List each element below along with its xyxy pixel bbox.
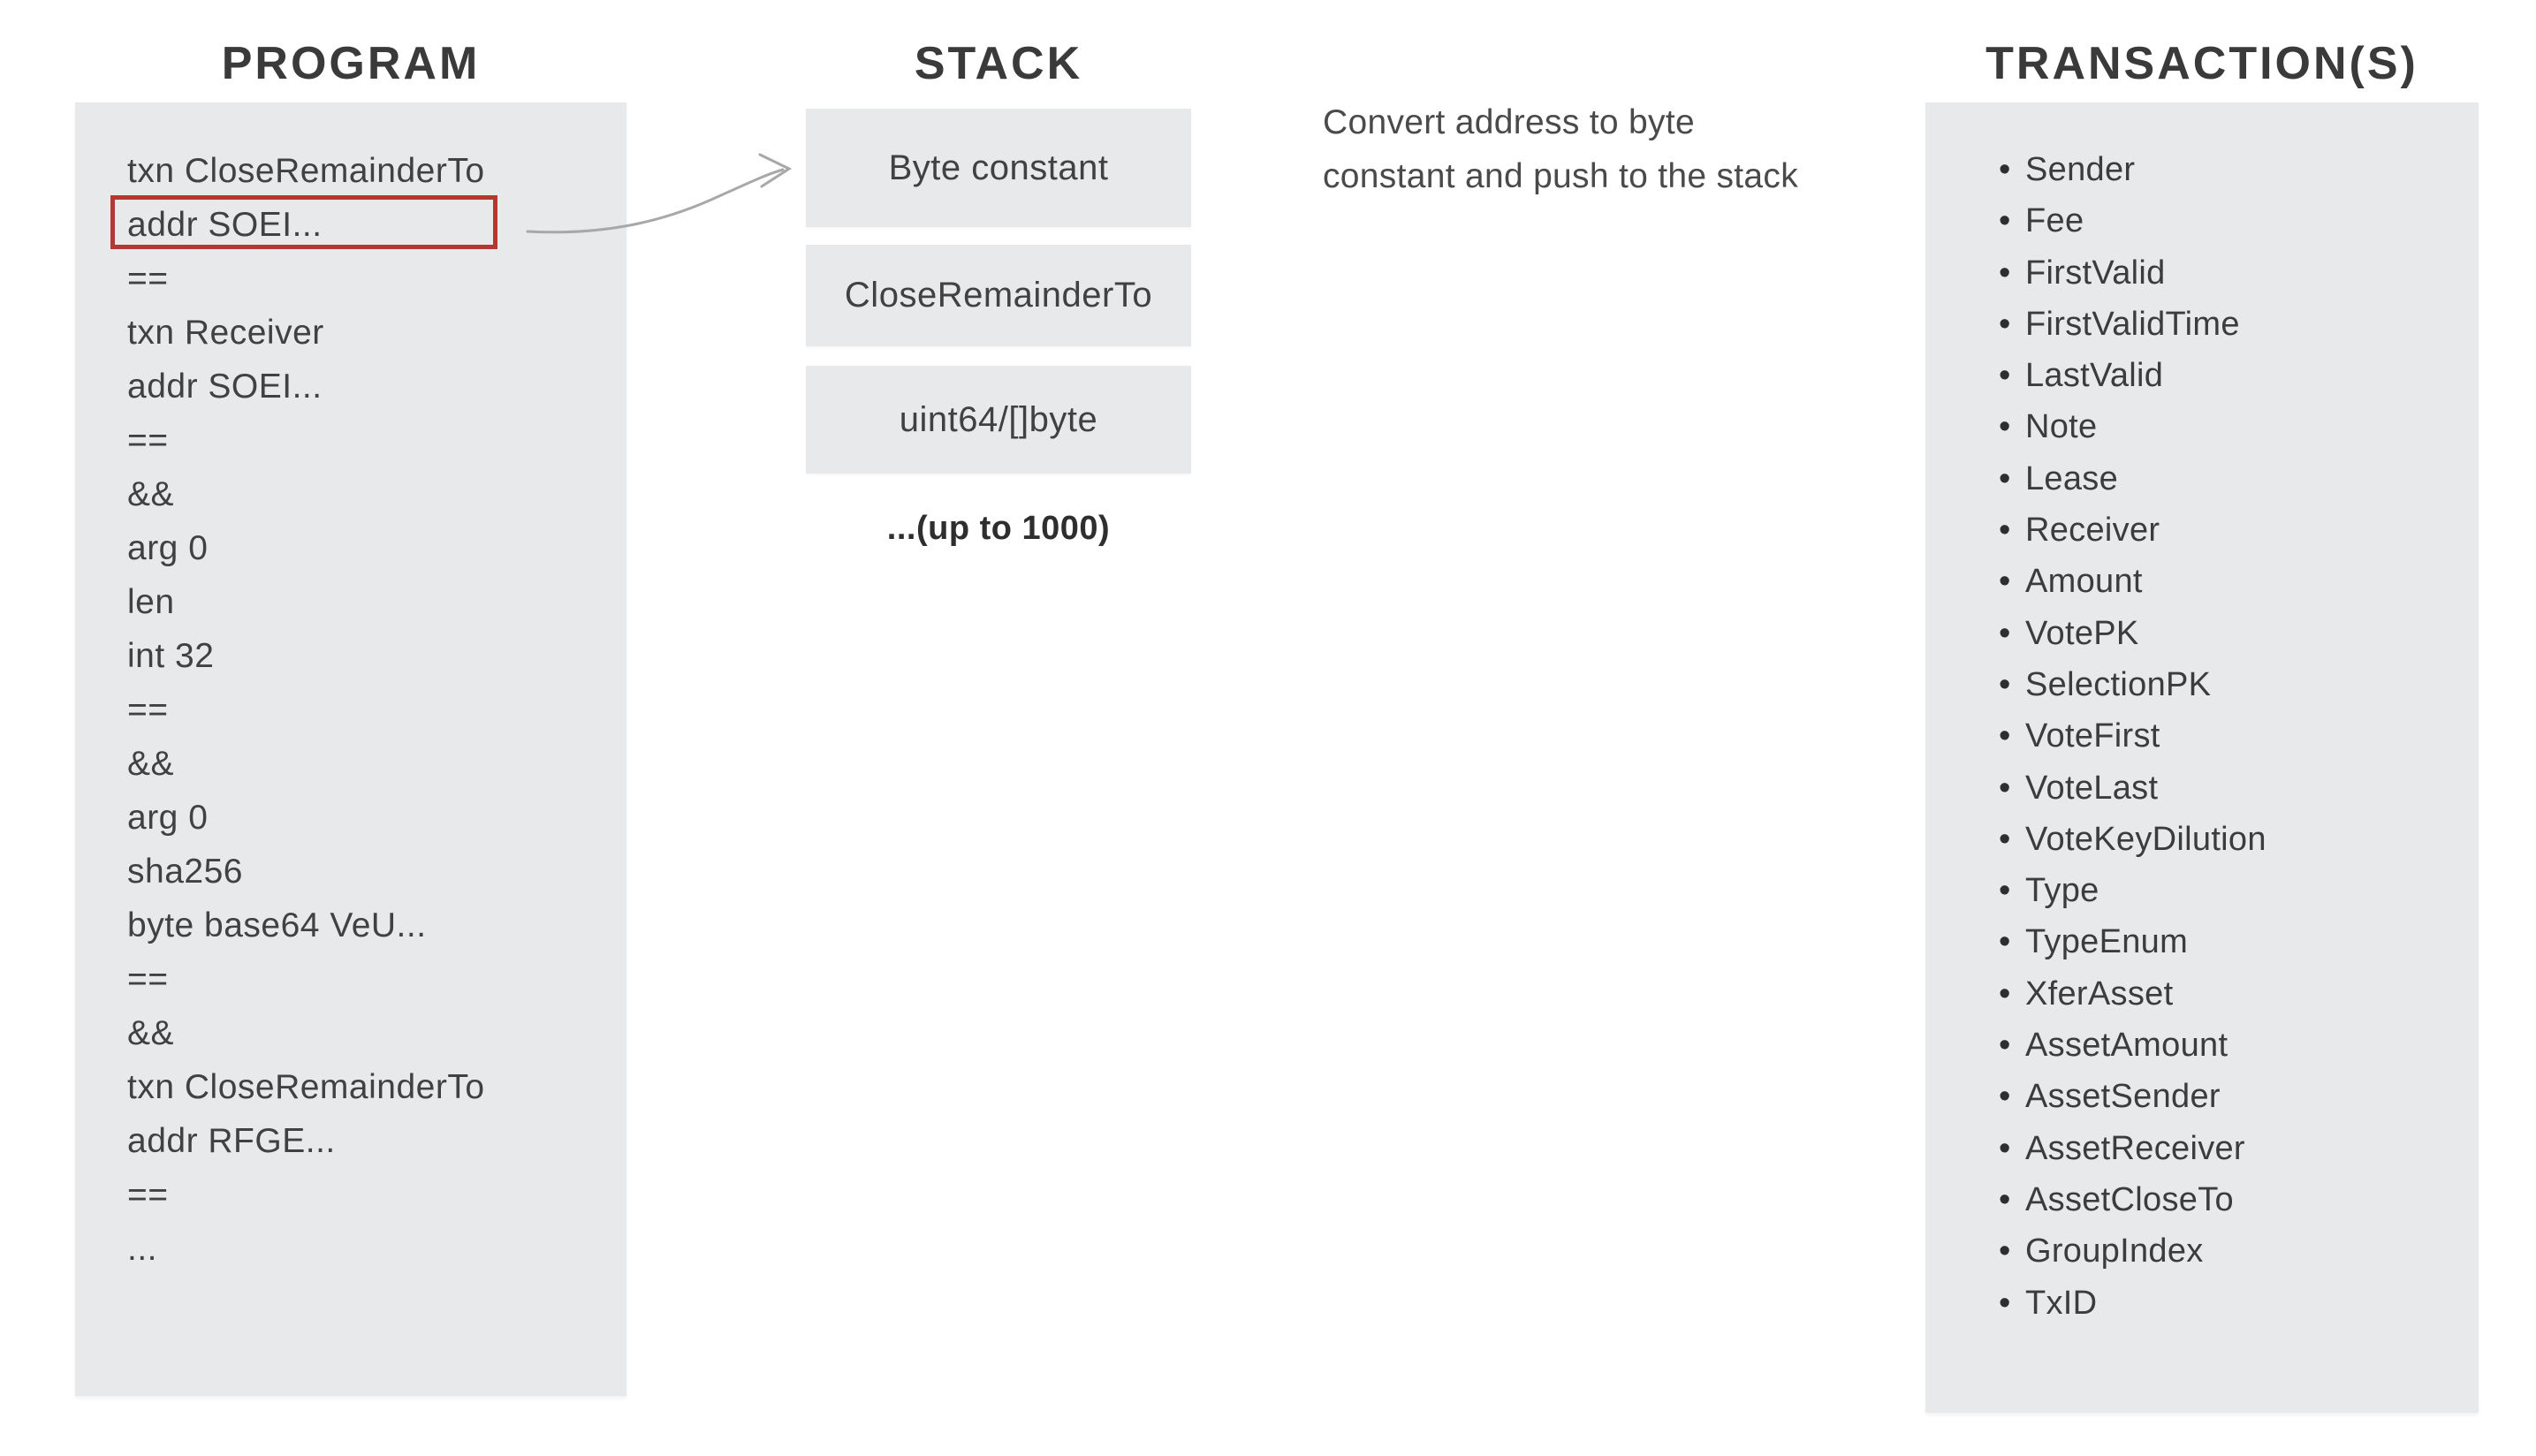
- annotation-text: Convert address to byte constant and pus…: [1323, 103, 1799, 195]
- transaction-field: FirstValidTime: [1999, 299, 2458, 350]
- transaction-field: VotePK: [1999, 608, 2458, 659]
- transaction-field: Type: [1999, 865, 2458, 916]
- highlighted-instruction-box: [110, 195, 497, 249]
- stack-title: STACK: [914, 38, 1083, 89]
- program-line: addr SOEI...: [127, 368, 323, 406]
- program-line: ==: [127, 260, 169, 298]
- transaction-field: AssetReceiver: [1999, 1123, 2458, 1174]
- program-line: int 32: [127, 637, 215, 675]
- transaction-field: VoteKeyDilution: [1999, 814, 2458, 865]
- transaction-field: Sender: [1999, 144, 2458, 195]
- transaction-field: Amount: [1999, 556, 2458, 607]
- stack-overflow-note: ...(up to 1000): [886, 509, 1111, 547]
- program-line: sha256: [127, 853, 243, 891]
- program-line: ==: [127, 421, 169, 459]
- transaction-field: TypeEnum: [1999, 916, 2458, 967]
- transaction-field: GroupIndex: [1999, 1225, 2458, 1277]
- program-line-list: txn CloseRemainderTo addr SOEI... == txn Re…: [127, 144, 622, 1276]
- transaction-field-list: SenderFeeFirstValidFirstValidTimeLastVal…: [1999, 144, 2458, 1329]
- transaction-field: Lease: [1999, 453, 2458, 504]
- program-line: ==: [127, 960, 169, 998]
- program-title: PROGRAM: [221, 38, 481, 89]
- transaction-field: Note: [1999, 401, 2458, 452]
- stack-box: CloseRemainderTo: [806, 245, 1191, 346]
- transactions-title: TRANSACTION(S): [1986, 38, 2418, 89]
- transaction-field: AssetAmount: [1999, 1020, 2458, 1071]
- program-line: &&: [127, 1014, 175, 1052]
- program-line: ...: [127, 1230, 158, 1268]
- program-line: len: [127, 583, 175, 621]
- transaction-field: Fee: [1999, 195, 2458, 246]
- transaction-field: TxID: [1999, 1278, 2458, 1329]
- transaction-field: AssetCloseTo: [1999, 1174, 2458, 1225]
- program-line: arg 0: [127, 529, 209, 567]
- transaction-field: LastValid: [1999, 350, 2458, 401]
- program-line: arg 0: [127, 799, 209, 837]
- program-line: ==: [127, 1176, 169, 1214]
- program-line: txn CloseRemainderTo: [127, 1068, 485, 1106]
- transaction-field: SelectionPK: [1999, 659, 2458, 710]
- transaction-field: VoteFirst: [1999, 710, 2458, 762]
- transaction-field: Receiver: [1999, 504, 2458, 556]
- program-line: &&: [127, 475, 175, 513]
- program-panel: [75, 102, 626, 1396]
- stack-box: uint64/[]byte: [806, 366, 1191, 474]
- transaction-field: AssetSender: [1999, 1071, 2458, 1122]
- program-line: &&: [127, 745, 175, 783]
- program-line: txn CloseRemainderTo: [127, 152, 485, 190]
- program-line: byte base64 VeU...: [127, 906, 427, 944]
- stack-box: Byte constant: [806, 109, 1191, 227]
- program-line: txn Receiver: [127, 314, 324, 352]
- transaction-field: VoteLast: [1999, 762, 2458, 814]
- transaction-field: FirstValid: [1999, 247, 2458, 299]
- program-line: ==: [127, 691, 169, 729]
- program-line: addr SOEI...: [127, 206, 323, 244]
- transaction-field: XferAsset: [1999, 968, 2458, 1020]
- program-line: addr RFGE...: [127, 1122, 336, 1160]
